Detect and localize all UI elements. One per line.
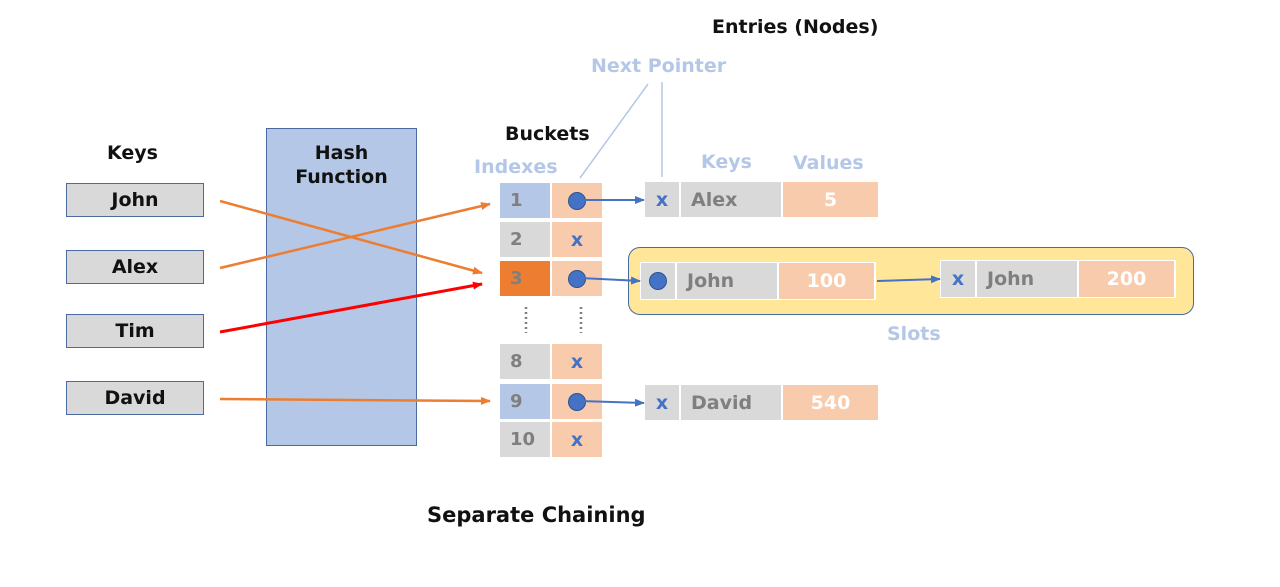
input-key-box: Alex (66, 250, 204, 284)
node-key-cell: Alex (681, 182, 781, 217)
next-pointer-label: Next Pointer (591, 55, 727, 77)
node-key-cell: John (677, 263, 777, 299)
bucket-pointer-cell: x (552, 344, 602, 379)
node-next-pointer-cell: x (645, 385, 679, 420)
bucket-pointer-cell: x (552, 222, 602, 257)
node-key-cell: John (977, 261, 1077, 297)
node-next-pointer-cell: x (941, 261, 975, 297)
node-value-cell: 5 (783, 182, 878, 217)
bucket-pointer-cell (552, 384, 602, 419)
indexes-label: Indexes (474, 156, 558, 178)
slots-label: Slots (887, 323, 941, 345)
bucket-index-cell: 3 (500, 261, 550, 296)
input-key-box: David (66, 381, 204, 415)
input-key-box: Tim (66, 314, 204, 348)
node-key-cell: David (681, 385, 781, 420)
pointer-dot-icon (649, 272, 667, 290)
pointer-dot-icon (568, 191, 586, 210)
pointer-dot-icon (568, 269, 586, 288)
bucket-pointer-cell (552, 261, 602, 296)
next-pointer-callout-line (579, 83, 649, 179)
diagram-title: Separate Chaining (427, 503, 646, 527)
bucket-pointer-cell: x (552, 422, 602, 457)
entries-heading: Entries (Nodes) (712, 16, 879, 38)
pointer-dot-icon (568, 392, 586, 411)
hash-function-label-line: Hash (314, 142, 369, 164)
bucket-index-cell: 2 (500, 222, 550, 257)
keys-heading: Keys (107, 142, 158, 164)
hash-function-label-line: Function (295, 166, 388, 188)
input-key-box: John (66, 183, 204, 217)
node-value-cell: 100 (779, 263, 874, 299)
bucket-index-cell: 9 (500, 384, 550, 419)
node-next-pointer-cell: x (645, 182, 679, 217)
bucket-index-cell: 10 (500, 422, 550, 457)
buckets-heading: Buckets (505, 123, 590, 145)
bucket-index-cell: 8 (500, 344, 550, 379)
bucket-index-cell: 1 (500, 183, 550, 218)
node-next-pointer-cell (641, 263, 675, 299)
node-values-label: Values (793, 152, 864, 174)
node-keys-label: Keys (701, 151, 752, 173)
bucket-pointer-cell (552, 183, 602, 218)
node-value-cell: 540 (783, 385, 878, 420)
node-value-cell: 200 (1079, 261, 1174, 297)
